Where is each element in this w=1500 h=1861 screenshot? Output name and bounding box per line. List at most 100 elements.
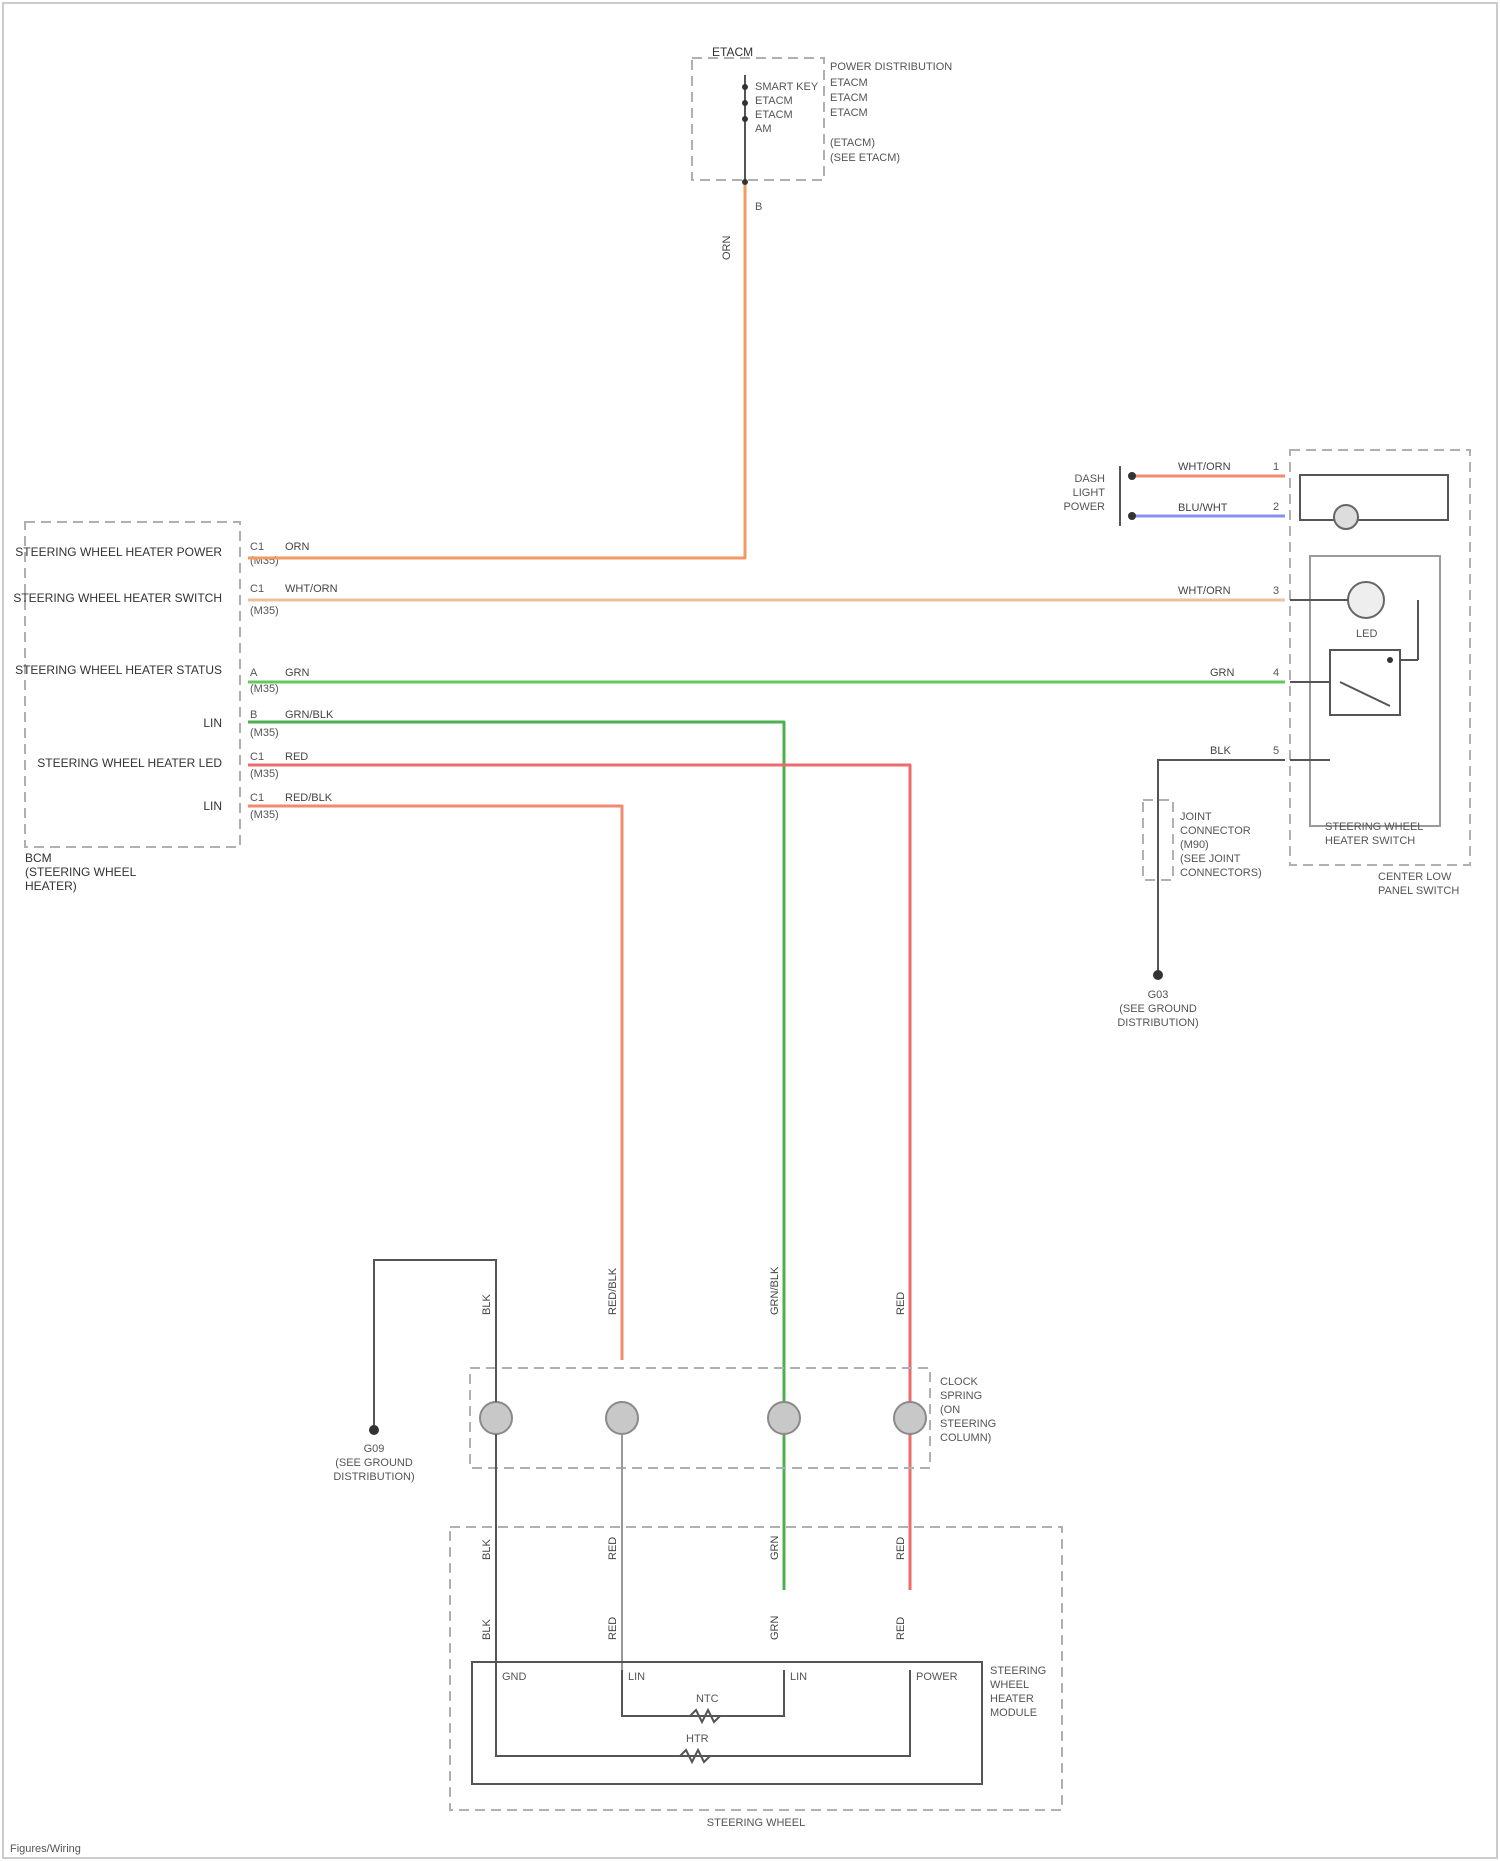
switch-ground-point — [1153, 970, 1163, 980]
bcm-caption-2: (STEERING WHEEL — [25, 865, 137, 879]
steering-wire-2: RED — [607, 1617, 619, 1640]
dash-label-3: POWER — [1063, 501, 1105, 513]
bcm-label-heater-power: STEERING WHEEL HEATER POWER — [15, 545, 222, 559]
bcm-pin-5: C1 — [250, 751, 264, 763]
clock-spring-wire-bottom-3: GRN — [769, 1536, 781, 1561]
clock-spring-caption-3: (ON — [940, 1404, 960, 1416]
clock-spring-caption-4: STEERING — [940, 1418, 996, 1430]
bcm-wire-4: GRN/BLK — [285, 709, 334, 721]
footer-text: Figures/Wiring — [10, 1843, 81, 1855]
switch-inner-caption-2: HEATER SWITCH — [1325, 835, 1415, 847]
clock-spring-terminal-3 — [768, 1402, 800, 1434]
switch-wire-status: GRN — [1210, 667, 1235, 679]
switch-outer-caption-2: PANEL SWITCH — [1378, 885, 1459, 897]
clock-spring-wire-bottom-4: RED — [895, 1537, 907, 1560]
clock-spring-terminal-4 — [894, 1402, 926, 1434]
clock-spring-terminal-2 — [606, 1402, 638, 1434]
bcm-pin-6: C1 — [250, 792, 264, 804]
steering-wire-4: RED — [895, 1617, 907, 1640]
steering-caption-3: HEATER — [990, 1693, 1034, 1705]
power-wire-label: ORN — [721, 236, 733, 261]
switch-ground-label-2: (SEE GROUND — [1119, 1003, 1197, 1015]
power-source-line-4: AM — [755, 123, 772, 135]
clock-spring: CLOCK SPRING (ON STEERING COLUMN) G09 (S… — [333, 1260, 996, 1670]
clock-spring-caption-1: CLOCK — [940, 1376, 979, 1388]
switch-pin-2: 2 — [1273, 501, 1279, 513]
switch-led-label: LED — [1356, 628, 1377, 640]
bcm-label-heater-switch: STEERING WHEEL HEATER SWITCH — [13, 591, 222, 605]
heater-module-box — [472, 1662, 982, 1784]
joint-label-4: (SEE JOINT — [1180, 853, 1241, 865]
clock-spring-caption-2: SPRING — [940, 1390, 982, 1402]
power-source-note-5: (ETACM) — [830, 137, 875, 149]
joint-label-2: CONNECTOR — [1180, 825, 1251, 837]
clock-spring-ground-1: G09 — [364, 1443, 385, 1455]
switch-pin-4: 4 — [1273, 667, 1279, 679]
clock-spring-ground-wire — [374, 1260, 496, 1428]
bcm-label-heater-led: STEERING WHEEL HEATER LED — [37, 756, 222, 770]
bcm-pin-4: B — [250, 709, 257, 721]
bcm-wire-6: RED/BLK — [285, 792, 333, 804]
wire-grn-blk-lin — [248, 722, 784, 1590]
switch-pin-1: 1 — [1273, 461, 1279, 473]
clock-spring-wire-bottom-2: RED — [607, 1537, 619, 1560]
switch-outer-caption-1: CENTER LOW — [1378, 871, 1452, 883]
bcm-connector-3: (M35) — [250, 683, 279, 695]
clock-spring-ground-2: (SEE GROUND — [335, 1457, 413, 1469]
switch-ground-label-3: DISTRIBUTION) — [1117, 1017, 1198, 1029]
dash-wire-blue: BLU/WHT — [1178, 502, 1228, 514]
steering-caption-4: MODULE — [990, 1707, 1037, 1719]
wires — [248, 185, 1285, 1590]
bcm-pin-2: C1 — [250, 583, 264, 595]
switch-wire-ground: BLK — [1210, 745, 1231, 757]
power-source-line-1: SMART KEY — [755, 81, 819, 93]
steering-terminal-power: POWER — [916, 1671, 958, 1683]
bcm-wire-5: RED — [285, 751, 308, 763]
bcm-connector-4: (M35) — [250, 727, 279, 739]
power-source-note-3: ETACM — [830, 92, 868, 104]
power-source: ETACM SMART KEY ETACM ETACM AM POWER DIS… — [692, 45, 952, 260]
clock-spring-wire-top-2: RED/BLK — [607, 1267, 619, 1315]
joint-label-5: CONNECTORS) — [1180, 867, 1262, 879]
steering-terminal-lin-2: LIN — [790, 1671, 807, 1683]
bcm-label-lin-2: LIN — [203, 799, 222, 813]
bcm-label-heater-status: STEERING WHEEL HEATER STATUS — [15, 663, 222, 677]
dash-label-2: LIGHT — [1073, 487, 1106, 499]
switch-wire-heater: WHT/ORN — [1178, 585, 1231, 597]
clock-spring-wire-top-4: RED — [895, 1292, 907, 1315]
led-icon — [1348, 582, 1384, 618]
power-source-line-2: ETACM — [755, 95, 793, 107]
clock-spring-frame — [470, 1368, 930, 1468]
steering-terminal-lin-1: LIN — [628, 1671, 645, 1683]
steering-caption-2: WHEEL — [990, 1679, 1029, 1691]
steering-wheel-frame — [450, 1527, 1062, 1810]
clock-spring-wire-bottom-1: BLK — [481, 1539, 493, 1560]
bcm-connector-2: (M35) — [250, 605, 279, 617]
dash-label-1: DASH — [1074, 473, 1105, 485]
wire-red-blk-lin — [248, 806, 622, 1360]
dash-bulb-icon — [1334, 505, 1358, 529]
switch-pin-3: 3 — [1273, 585, 1279, 597]
bcm-pin-3: A — [250, 667, 258, 679]
switch-ground-label-1: G03 — [1148, 989, 1169, 1001]
bcm-caption-3: HEATER) — [25, 879, 77, 893]
clock-spring-ground-point — [369, 1425, 379, 1435]
power-source-pin: B — [755, 201, 762, 213]
switch-pin-5: 5 — [1273, 745, 1279, 757]
clock-spring-terminal-1 — [480, 1402, 512, 1434]
wire-orn-power — [248, 185, 745, 558]
power-source-note-1: POWER DISTRIBUTION — [830, 61, 952, 73]
steering-wheel-heater: BLK RED GRN RED GND LIN LIN POWER NTC HT… — [450, 1527, 1062, 1829]
clock-spring-ground-3: DISTRIBUTION) — [333, 1471, 414, 1483]
bcm-connector-6: (M35) — [250, 809, 279, 821]
steering-wire-1: BLK — [481, 1619, 493, 1640]
steering-caption-1: STEERING — [990, 1665, 1046, 1677]
steering-frame-caption: STEERING WHEEL — [707, 1817, 805, 1829]
bcm-label-lin-1: LIN — [203, 716, 222, 730]
steering-wire-3: GRN — [769, 1616, 781, 1641]
center-low-panel-switch: LED 1 2 3 4 5 STEERING WHEEL HEATER SWIT… — [1063, 450, 1470, 1029]
clock-spring-wire-top-3: GRN/BLK — [769, 1266, 781, 1315]
power-source-line-3: ETACM — [755, 109, 793, 121]
power-source-header: ETACM — [712, 45, 753, 59]
